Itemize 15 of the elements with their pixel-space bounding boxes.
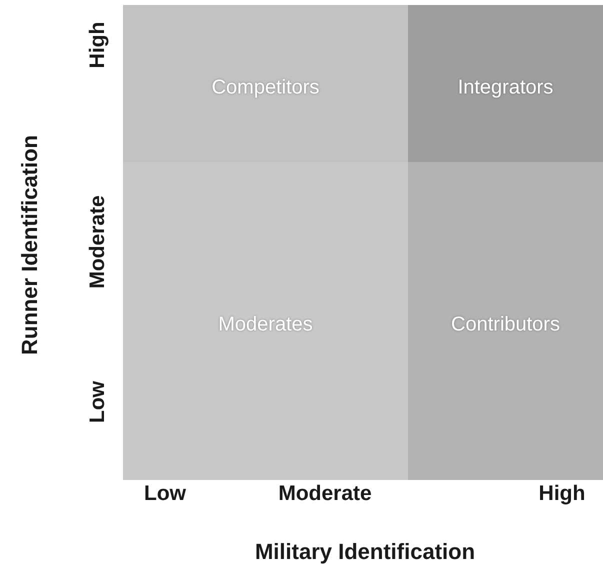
quadrant-label: Integrators <box>458 76 554 100</box>
quadrant-label: Contributors <box>451 314 560 336</box>
axis-tick-label: Moderate <box>278 482 372 506</box>
quadrant-cell <box>408 162 603 480</box>
axis-tick-label: Low <box>144 482 186 506</box>
quadrant-cell <box>408 5 603 162</box>
quadrant-label: Competitors <box>212 76 320 100</box>
axis-tick-label: Moderate <box>86 195 110 289</box>
axis-title: Military Identification <box>254 539 476 565</box>
quadrant-cell <box>123 162 408 480</box>
axis-tick-label: High <box>86 22 110 68</box>
axis-tick-label: High <box>538 482 586 506</box>
axis-tick-label: Low <box>86 381 110 423</box>
quadrant-cell <box>123 5 408 162</box>
axis-title: Runner Identification <box>17 135 43 355</box>
